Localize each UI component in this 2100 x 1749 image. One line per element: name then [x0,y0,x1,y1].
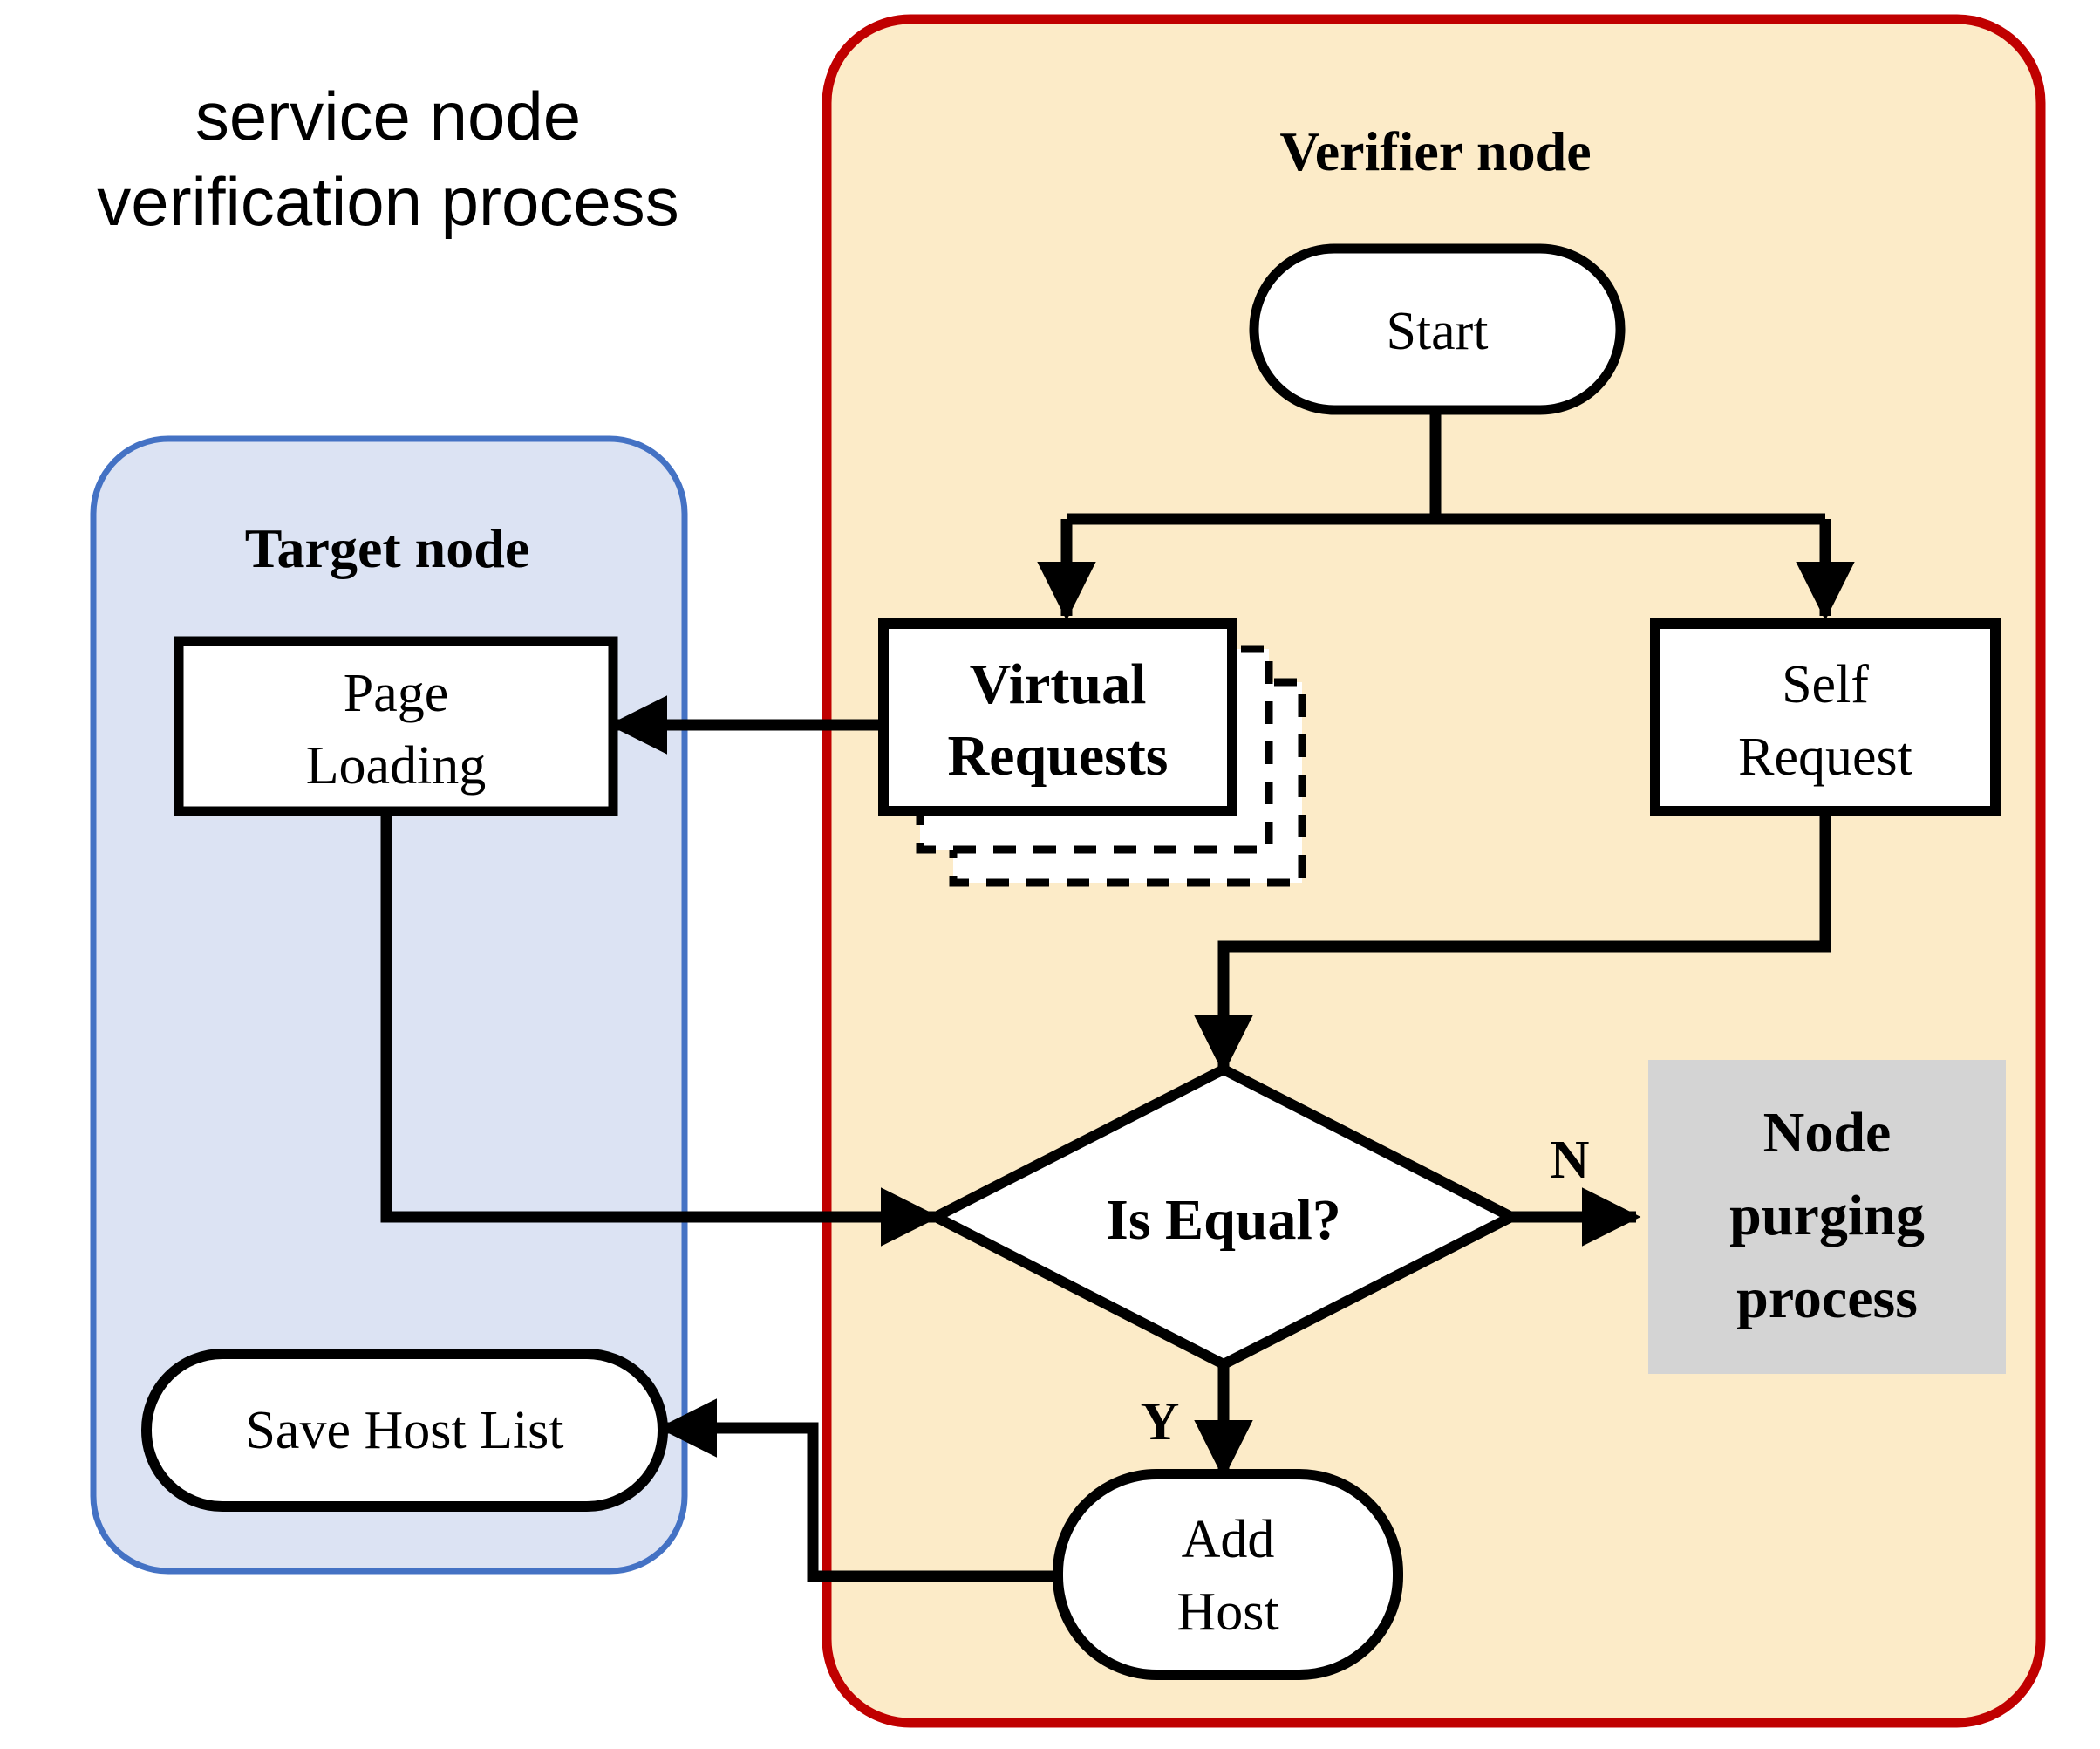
node-self-request-label-2: Request [1738,728,1912,787]
node-save-host-list[interactable]: Save Host List [141,1349,668,1512]
node-page-loading-label-1: Page [344,664,449,723]
target-node-label: Target node [245,517,530,579]
virtual-requests-front [878,618,1238,816]
node-start-label: Start [1386,302,1488,361]
figure-title-line2: verification process [97,163,679,240]
node-node-purging-label-1: Node [1763,1101,1892,1165]
node-save-host-list-label: Save Host List [245,1401,563,1460]
edge-addhost-to-savehostlist [658,1398,1058,1582]
node-add-host-label-2: Host [1176,1582,1278,1642]
node-add-host-label-1: Add [1182,1510,1275,1569]
node-node-purging-process[interactable]: Node purging process [1648,1060,2006,1374]
edge-label-yes: Y [1141,1392,1180,1452]
node-virtual-requests-label-1: Virtual [970,652,1147,716]
node-is-equal-decision[interactable]: Is Equal? [924,1063,1524,1370]
node-self-request-label-1: Self [1782,655,1869,714]
edge-self-to-decision [1194,811,1831,1075]
node-virtual-requests[interactable]: Virtual Requests [878,618,1306,887]
node-start[interactable]: Start [1249,243,1626,415]
figure-title-line1: service node [195,78,581,154]
node-is-equal-label: Is Equal? [1106,1188,1341,1252]
node-node-purging-label-3: process [1736,1267,1918,1330]
verifier-node-label: Verifier node [1279,120,1591,182]
node-page-loading-label-2: Loading [306,736,487,796]
node-node-purging-label-2: purging [1729,1184,1925,1247]
node-self-request[interactable]: Self Request [1650,618,2001,816]
edge-label-no: N [1551,1131,1590,1190]
connector-layer [380,410,1855,1582]
node-add-host[interactable]: Add Host [1053,1469,1403,1680]
node-virtual-requests-label-2: Requests [947,724,1168,788]
edge-pageloading-to-decision [380,811,940,1247]
node-page-loading[interactable]: Page Loading [174,636,618,816]
